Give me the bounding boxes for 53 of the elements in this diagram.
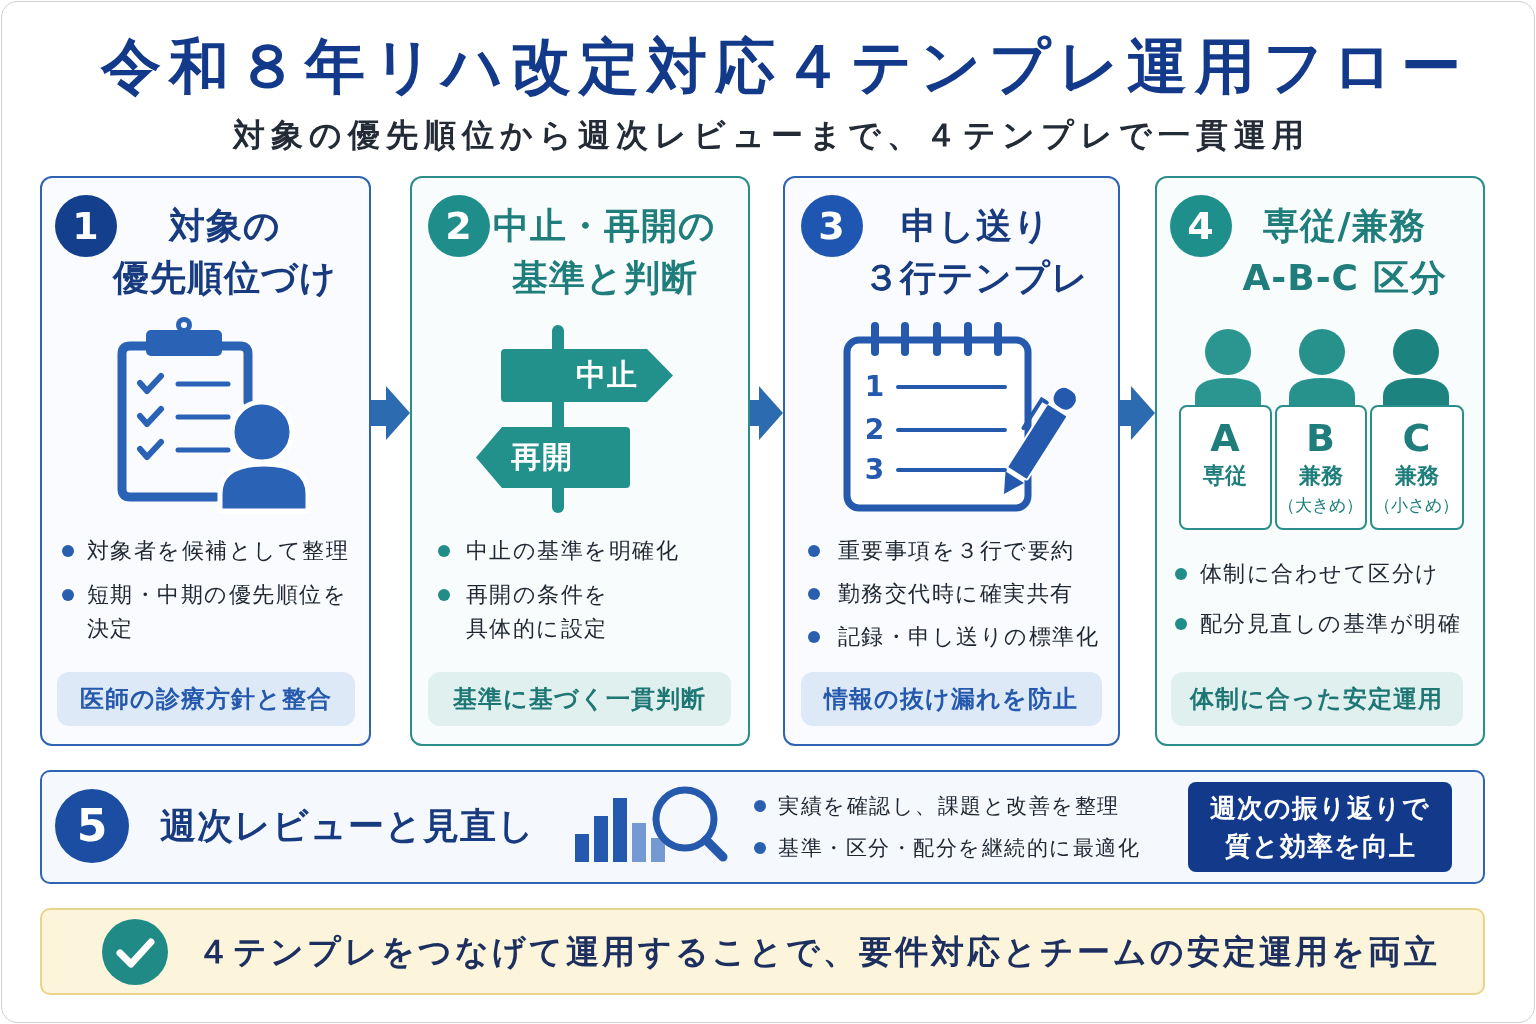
number-badge: 3 (800, 194, 863, 257)
bullet-text: 体制に合わせて区分け (1199, 559, 1440, 588)
step-card (40, 176, 371, 746)
panel-heading: 週次レビューと見直し (160, 804, 535, 848)
line-number: 1 (864, 369, 885, 404)
number-badge: 5 (55, 789, 129, 863)
subtitle: 対象の優先順位から週次レビューまで、４テンプレで一貫運用 (232, 115, 1310, 156)
bullet-text: 対象者を候補として整理 (86, 536, 349, 565)
bullet-text: 中止の基準を明確化 (465, 536, 679, 565)
category-box (1178, 404, 1272, 530)
highlight-box: 週次の振り返りで質と効率を向上 (1188, 782, 1452, 872)
summary-banner (40, 908, 1485, 995)
category-letter: B (1306, 415, 1335, 460)
number-badge: 4 (1169, 194, 1232, 257)
category-note: （小さめ） (1374, 493, 1459, 516)
bullet-text: 記録・申し送りの標準化 (837, 622, 1099, 651)
outcome-tag: 体制に合った安定運用 (1170, 671, 1463, 726)
outcome-tag: 基準に基づく一貫判断 (427, 671, 731, 726)
category-note: （大きめ） (1278, 493, 1363, 516)
category-letter: A (1210, 415, 1240, 460)
category-label: 兼務 (1298, 461, 1343, 490)
step-card (410, 176, 750, 746)
card-heading: 専従/兼務A-B-C 区分 (1242, 203, 1447, 300)
bullet-text: 基準・区分・配分を継続的に最適化 (778, 835, 1140, 862)
banner-text: ４テンプレをつなげて運用することで、要件対応とチームの安定運用を両立 (197, 931, 1440, 973)
category-label: 専従 (1203, 461, 1247, 490)
arrow (1120, 386, 1155, 440)
category-letter: C (1402, 415, 1431, 460)
bullet-text: 短期・中期の優先順位を決定 (86, 580, 347, 643)
line-number: 2 (864, 412, 885, 447)
outcome-tag: 医師の診療方針と整合 (56, 671, 355, 726)
card-heading: 申し送り３行テンプレ (862, 203, 1089, 300)
bullet-text: 勤務交代時に確実共有 (837, 579, 1074, 608)
arrow (750, 386, 783, 440)
category-box (1274, 404, 1367, 530)
bullet-text: 実績を確認し、課題と改善を整理 (778, 793, 1120, 820)
arrow (371, 386, 410, 440)
review-panel (40, 770, 1485, 884)
number-badge: 1 (54, 194, 117, 257)
category-label: 兼務 (1394, 461, 1439, 490)
outcome-tag: 情報の抜け漏れを防止 (800, 671, 1102, 726)
bullet-text: 配分見直しの基準が明確 (1199, 609, 1461, 638)
category-box (1369, 404, 1464, 530)
step-card (1155, 176, 1485, 746)
bullet-text: 再開の条件を具体的に設定 (465, 580, 609, 643)
card-heading: 中止・再開の基準と判断 (493, 203, 716, 300)
sign-label: 再開 (510, 439, 573, 475)
sign-label: 中止 (575, 357, 638, 393)
page-title: 令和８年リハ改定対応４テンプレ運用フロー (101, 30, 1469, 103)
bullet-text: 重要事項を３行で要約 (837, 536, 1075, 565)
number-badge: 2 (427, 194, 490, 257)
line-number: 3 (864, 452, 885, 487)
step-card (783, 176, 1120, 746)
